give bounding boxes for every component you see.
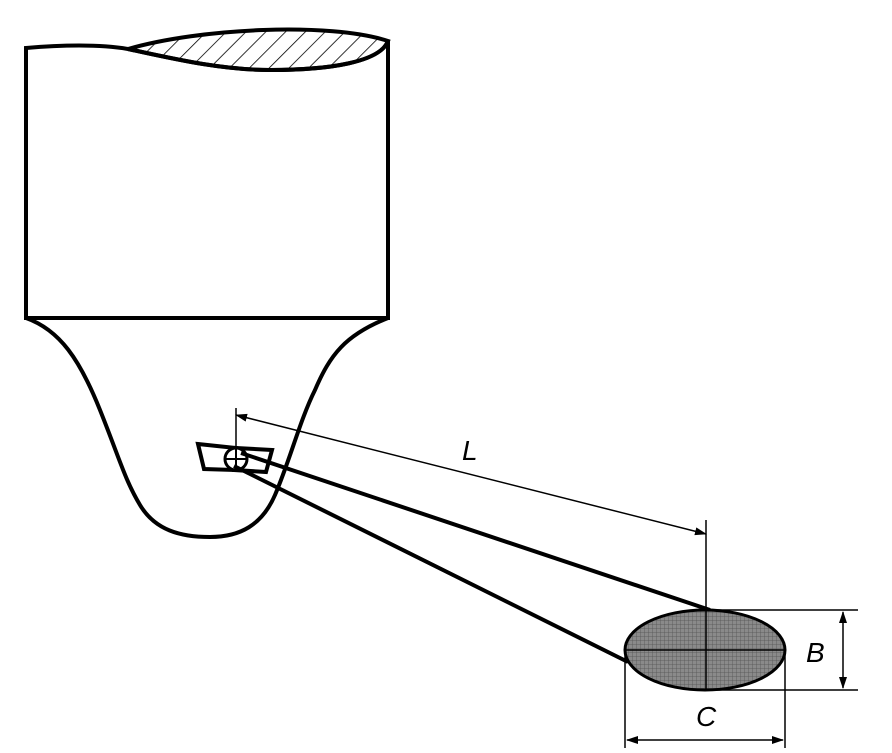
dim-L-line bbox=[235, 413, 707, 536]
nozzle-body bbox=[25, 316, 389, 540]
cylinder-body bbox=[24, 40, 390, 320]
label-B: B bbox=[806, 637, 825, 668]
label-L: L bbox=[462, 435, 478, 466]
label-C: C bbox=[696, 701, 717, 732]
